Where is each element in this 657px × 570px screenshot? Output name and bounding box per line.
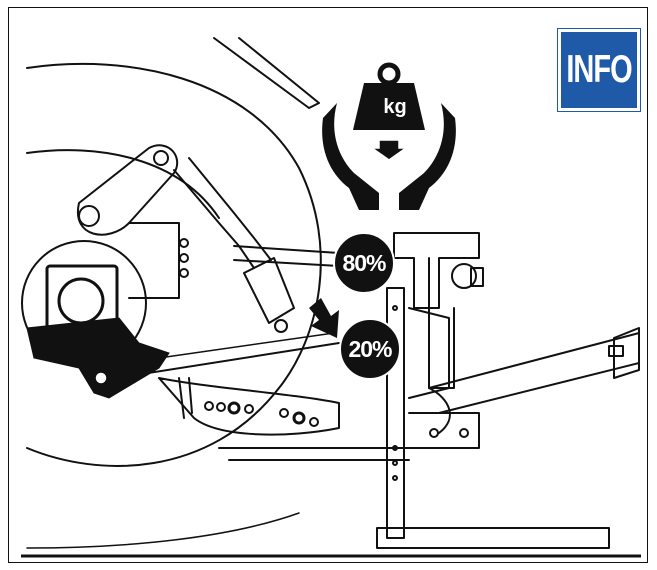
implement-post (386, 287, 405, 539)
weight-kg-label: kg (383, 96, 407, 118)
implement-beam (428, 332, 640, 414)
upper-link (76, 144, 179, 236)
diagram-frame: kg INFO 80% 20% (8, 7, 648, 563)
right-hand-icon (399, 103, 456, 210)
upper-load-badge: 80% (333, 232, 395, 294)
support-foot (376, 527, 610, 549)
machine-drawing (21, 37, 641, 558)
lower-load-badge: 20% (339, 318, 401, 380)
load-arrow-icon (369, 139, 409, 161)
top-link-bar (233, 245, 340, 267)
info-badge-label: INFO (566, 47, 632, 91)
wheel-outline (26, 62, 322, 467)
down-arrow-icon (309, 298, 339, 338)
hitch-hook (26, 317, 170, 399)
weight-in-hands-icon (322, 62, 456, 210)
lower-load-percentage: 20% (348, 335, 392, 362)
left-hand-icon (322, 103, 379, 210)
weight-icon (353, 83, 425, 130)
hydraulic-cylinder (173, 157, 272, 269)
lower-link (158, 377, 340, 436)
tractor-frame (128, 222, 180, 299)
upper-load-percentage: 80% (342, 249, 386, 276)
diagonal-strut (213, 37, 320, 109)
headstock (393, 232, 480, 309)
info-badge: INFO (557, 28, 641, 112)
